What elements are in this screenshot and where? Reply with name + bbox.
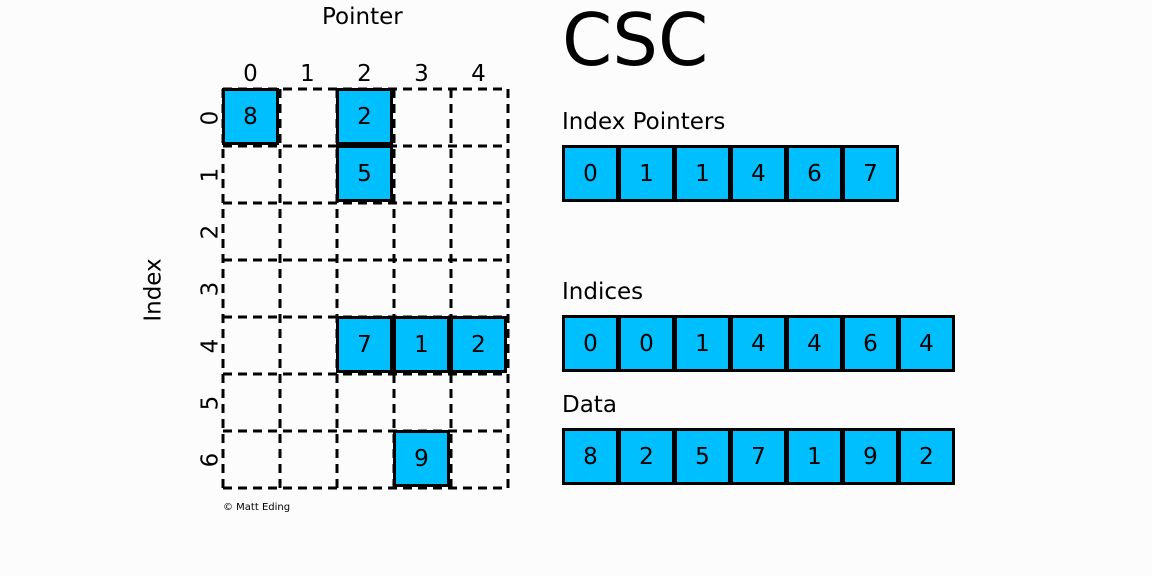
array-cell: 4 xyxy=(786,315,843,372)
column-label: 2 xyxy=(357,61,372,87)
array-cell: 2 xyxy=(618,428,675,485)
column-label: 0 xyxy=(243,61,258,87)
row-label: 6 xyxy=(197,452,224,467)
array-cell: 0 xyxy=(562,315,619,372)
column-axis-label: Pointer xyxy=(322,4,403,30)
array-cell: 4 xyxy=(730,145,787,202)
matrix-nonzero-cell: 9 xyxy=(393,430,450,487)
matrix-nonzero-cell: 8 xyxy=(222,88,279,145)
index-pointers-label: Index Pointers xyxy=(562,109,726,135)
array-cell: 4 xyxy=(730,315,787,372)
matrix-nonzero-cell: 7 xyxy=(336,316,393,373)
data-label: Data xyxy=(562,392,617,418)
array-cell: 0 xyxy=(618,315,675,372)
array-cell: 1 xyxy=(786,428,843,485)
row-label: 1 xyxy=(197,167,224,182)
page-title: CSC xyxy=(562,0,709,82)
column-label: 1 xyxy=(300,61,315,87)
matrix-nonzero-cell: 1 xyxy=(393,316,450,373)
matrix-nonzero-cell: 2 xyxy=(450,316,507,373)
array-cell: 7 xyxy=(730,428,787,485)
row-label: 5 xyxy=(197,395,224,410)
array-cell: 8 xyxy=(562,428,619,485)
matrix-nonzero-cell: 5 xyxy=(336,145,393,202)
matrix-nonzero-cell: 2 xyxy=(336,88,393,145)
array-cell: 6 xyxy=(786,145,843,202)
array-cell: 2 xyxy=(898,428,955,485)
column-label: 3 xyxy=(414,61,429,87)
row-label: 2 xyxy=(197,224,224,239)
row-label: 4 xyxy=(197,338,224,353)
array-cell: 5 xyxy=(674,428,731,485)
credit-text: © Matt Eding xyxy=(223,502,291,513)
array-cell: 9 xyxy=(842,428,899,485)
row-label: 0 xyxy=(197,110,224,125)
row-label: 3 xyxy=(197,281,224,296)
array-cell: 0 xyxy=(562,145,619,202)
column-label: 4 xyxy=(471,61,486,87)
array-cell: 7 xyxy=(842,145,899,202)
array-cell: 6 xyxy=(842,315,899,372)
array-cell: 1 xyxy=(674,145,731,202)
array-cell: 1 xyxy=(618,145,675,202)
array-cell: 4 xyxy=(898,315,955,372)
indices-label: Indices xyxy=(562,279,644,305)
array-cell: 1 xyxy=(674,315,731,372)
